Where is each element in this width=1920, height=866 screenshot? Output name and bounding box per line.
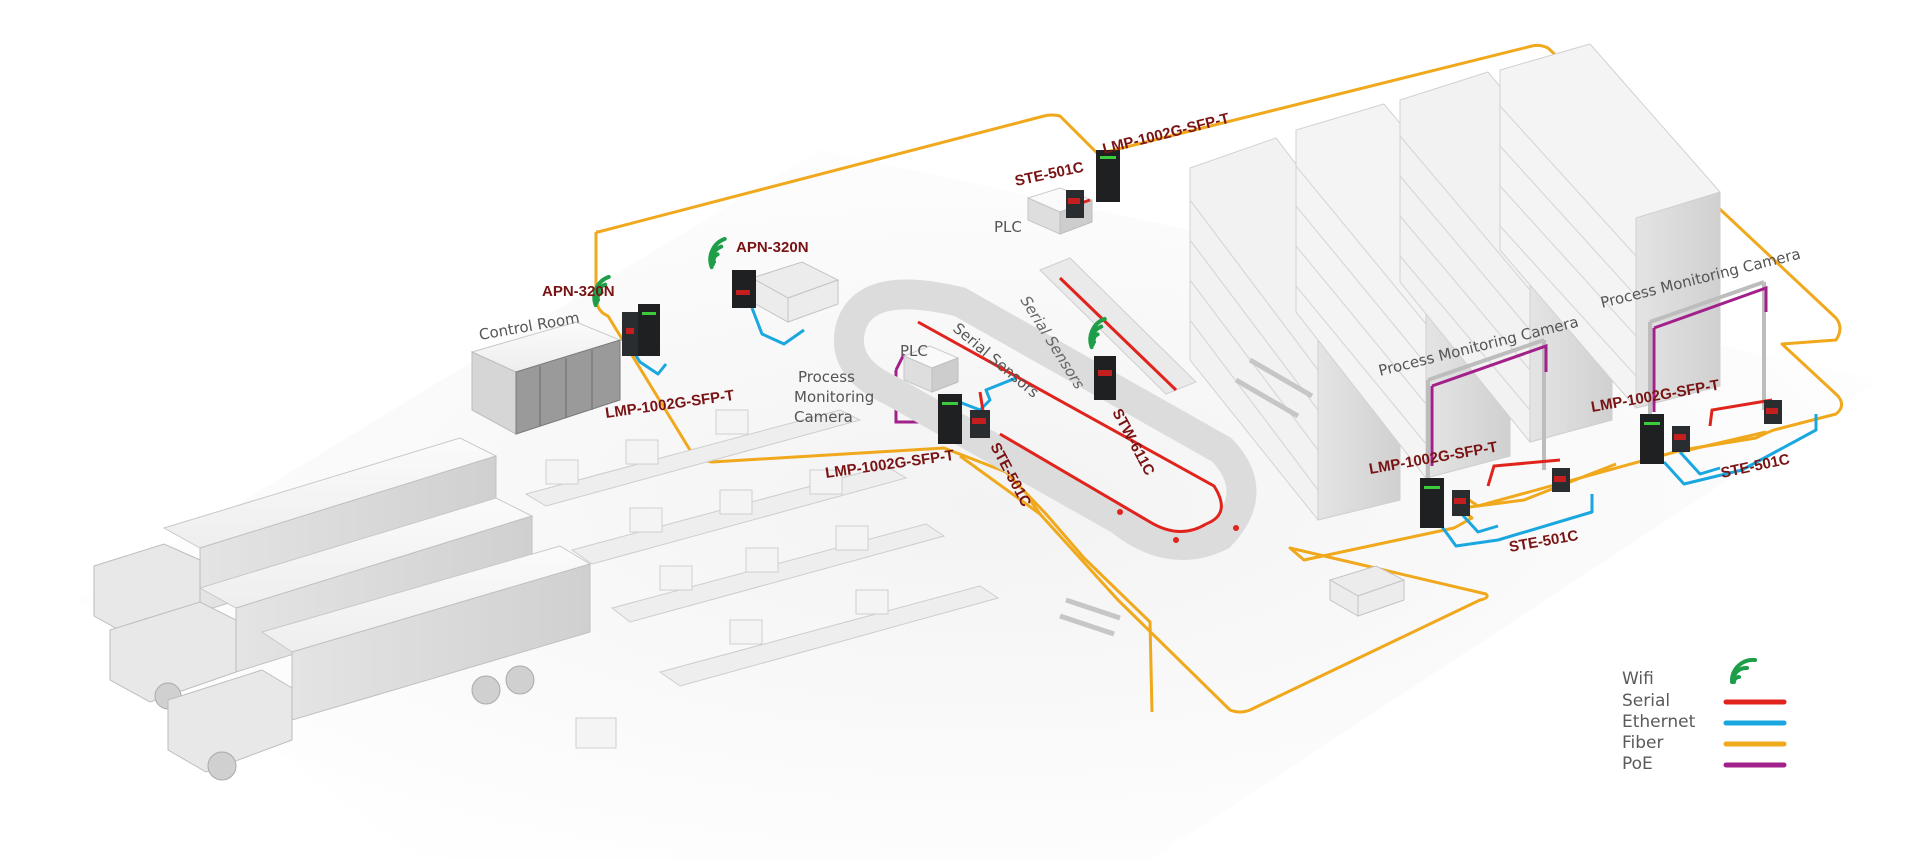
fiber-ring <box>594 43 1843 714</box>
upper-conveyor <box>1039 257 1197 395</box>
oval-conveyor <box>833 279 1257 560</box>
label-plc-top: PLC <box>994 218 1022 236</box>
ap-forklift <box>732 270 756 308</box>
legend-label: PoE <box>1622 754 1653 774</box>
plc-mid-unit <box>902 345 960 393</box>
legend-label: Ethernet <box>1622 712 1696 732</box>
legend-poe: PoE <box>1622 754 1787 774</box>
serial-server-rack1b <box>1552 468 1570 492</box>
serial-server-mid <box>970 410 990 438</box>
truck-3 <box>167 545 592 781</box>
label-process-cam-2: Monitoring <box>794 388 874 406</box>
camera-gantry-rack2 <box>1648 280 1766 426</box>
label-ste-top: STE-501C <box>1013 159 1085 190</box>
pallet-jack-right <box>1234 357 1314 419</box>
legend: Wifi Serial Ethernet Fiber PoE <box>1622 657 1787 774</box>
forklift-bottom <box>1328 565 1406 617</box>
label-process-cam-1: Process <box>798 368 855 386</box>
legend-label: Fiber <box>1622 733 1664 753</box>
legend-label: Serial <box>1622 691 1670 711</box>
label-process-cam-3: Camera <box>794 408 853 426</box>
boxes-loading <box>545 409 889 749</box>
switch-top <box>1096 150 1120 202</box>
serial-server-rack1a <box>1452 490 1470 516</box>
camera-gantry-rack1 <box>1426 338 1546 486</box>
label-apn-forklift: APN-320N <box>736 239 809 256</box>
legend-ethernet: Ethernet <box>1622 712 1787 732</box>
switch-rack1 <box>1420 478 1444 528</box>
label-apn-left: APN-320N <box>542 283 615 300</box>
wifi-icon <box>1729 657 1757 684</box>
legend-wifi: Wifi <box>1622 657 1757 689</box>
wifi-icon <box>1088 316 1107 350</box>
serial-server-rack2a <box>1672 426 1690 452</box>
serial-server-top <box>1066 190 1084 218</box>
forklift-top <box>750 261 840 323</box>
serial-server-rack2b <box>1764 400 1782 424</box>
switch-control-room <box>622 304 660 356</box>
legend-fiber: Fiber <box>1622 733 1787 753</box>
label-plc-mid: PLC <box>900 342 928 360</box>
loading-conveyors <box>524 409 1000 687</box>
label-lmp-top: LMP-1002G-SFP-T <box>1101 110 1231 158</box>
switch-mid <box>938 394 962 444</box>
wifi-icon <box>592 274 611 308</box>
wifi-icon <box>708 236 727 270</box>
switch-rack2 <box>1640 414 1664 464</box>
control-room <box>470 321 622 435</box>
serial-wifi-device <box>1094 356 1116 400</box>
legend-label: Wifi <box>1622 669 1654 689</box>
pallet-jack-bottom <box>1059 597 1121 637</box>
legend-serial: Serial <box>1622 691 1787 711</box>
trucks <box>93 437 592 781</box>
